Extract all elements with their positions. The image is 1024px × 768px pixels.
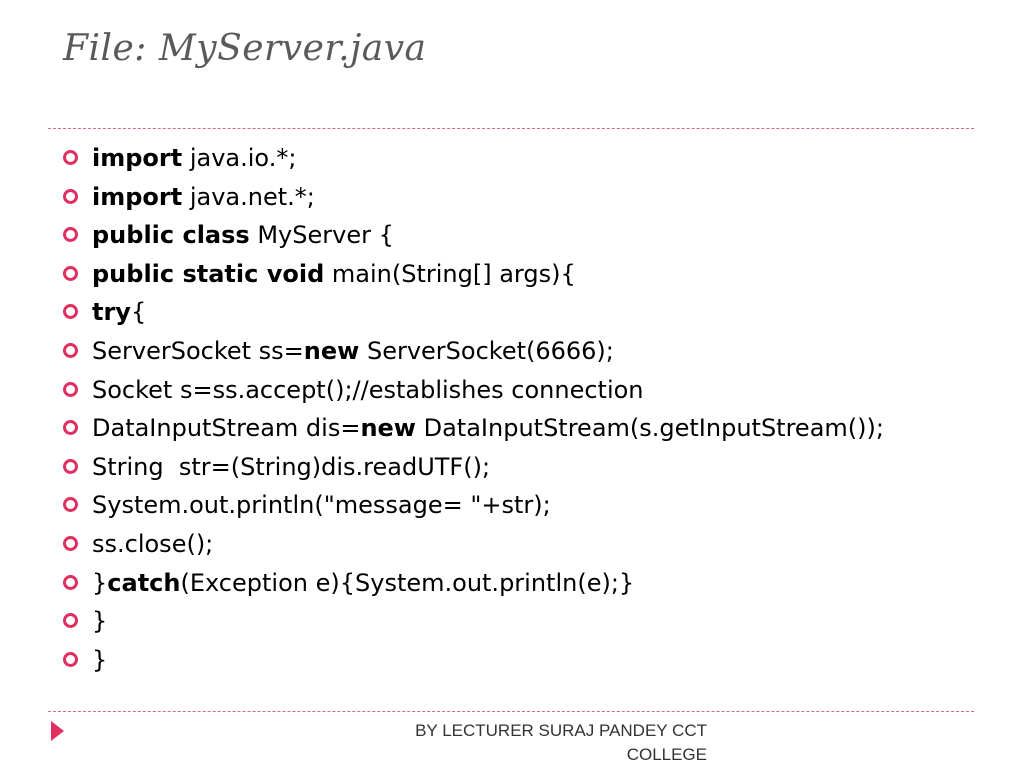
ring-bullet-icon [63, 227, 78, 243]
footer-credit: BY LECTURER SURAJ PANDEY CCT COLLEGE [350, 719, 707, 767]
ring-bullet-icon [63, 188, 78, 204]
code-line: } [62, 602, 884, 641]
code-text: java.net.*; [182, 182, 315, 211]
code-line: try{ [62, 293, 884, 332]
ring-bullet-icon [63, 420, 78, 436]
code-line: DataInputStream dis=new DataInputStream(… [62, 409, 884, 448]
code-text: System.out.println("message= "+str); [92, 491, 551, 520]
code-text: } [92, 568, 108, 597]
ring-bullet-icon [63, 497, 78, 513]
code-keyword: public class [92, 221, 250, 250]
code-line: }catch(Exception e){System.out.println(e… [62, 564, 884, 603]
ring-bullet-icon [63, 150, 78, 165]
code-text: String str=(String)dis.readUTF(); [92, 452, 491, 481]
code-keyword: try [92, 298, 131, 327]
ring-bullet-icon [63, 613, 78, 629]
code-line: public static void main(String[] args){ [62, 255, 884, 294]
code-text: DataInputStream(s.getInputStream()); [415, 414, 884, 443]
bottom-divider [48, 711, 974, 712]
code-text: Socket s=ss.accept();//establishes conne… [92, 375, 644, 404]
triangle-arrow-icon [51, 721, 64, 741]
code-text: ServerSocket ss= [92, 336, 304, 365]
ring-bullet-icon [63, 304, 78, 320]
ring-bullet-icon [63, 342, 78, 358]
code-text: main(String[] args){ [324, 259, 576, 288]
ring-bullet-icon [63, 458, 78, 474]
code-text: MyServer { [249, 221, 394, 250]
footer-line-2: COLLEGE [626, 745, 707, 764]
code-text: { [130, 298, 147, 327]
ring-bullet-icon [63, 265, 78, 281]
ring-bullet-icon [63, 651, 78, 667]
code-line: Socket s=ss.accept();//establishes conne… [62, 371, 884, 410]
code-keyword: public static void [92, 259, 325, 288]
ring-bullet-icon [63, 574, 78, 590]
code-line: import java.io.*; [62, 139, 884, 178]
code-text: } [92, 607, 108, 636]
code-line: import java.net.*; [62, 178, 884, 217]
code-keyword: new [303, 336, 360, 365]
ring-bullet-icon [63, 381, 78, 397]
footer-line-1: BY LECTURER SURAJ PANDEY CCT [415, 721, 707, 740]
code-text: DataInputStream dis= [92, 414, 361, 443]
code-text: } [92, 645, 108, 674]
code-line: String str=(String)dis.readUTF(); [62, 448, 884, 487]
ring-bullet-icon [63, 535, 78, 551]
code-line: public class MyServer { [62, 216, 884, 255]
code-line: System.out.println("message= "+str); [62, 486, 884, 525]
code-text: ServerSocket(6666); [359, 336, 614, 365]
code-line: ServerSocket ss=new ServerSocket(6666); [62, 332, 884, 371]
code-keyword: import [92, 182, 183, 211]
code-keyword: new [360, 414, 416, 443]
code-text: java.io.*; [182, 144, 297, 172]
code-text: (Exception e){System.out.println(e);} [180, 568, 635, 597]
code-line: } [62, 641, 884, 680]
code-text: ss.close(); [92, 529, 214, 558]
code-bullet-list: import java.io.*;import java.net.*;publi… [62, 139, 884, 679]
slide-title: File: MyServer.java [63, 28, 427, 69]
code-keyword: catch [107, 568, 181, 597]
code-keyword: import [92, 144, 183, 172]
code-line: ss.close(); [62, 525, 884, 564]
top-divider [48, 128, 974, 129]
